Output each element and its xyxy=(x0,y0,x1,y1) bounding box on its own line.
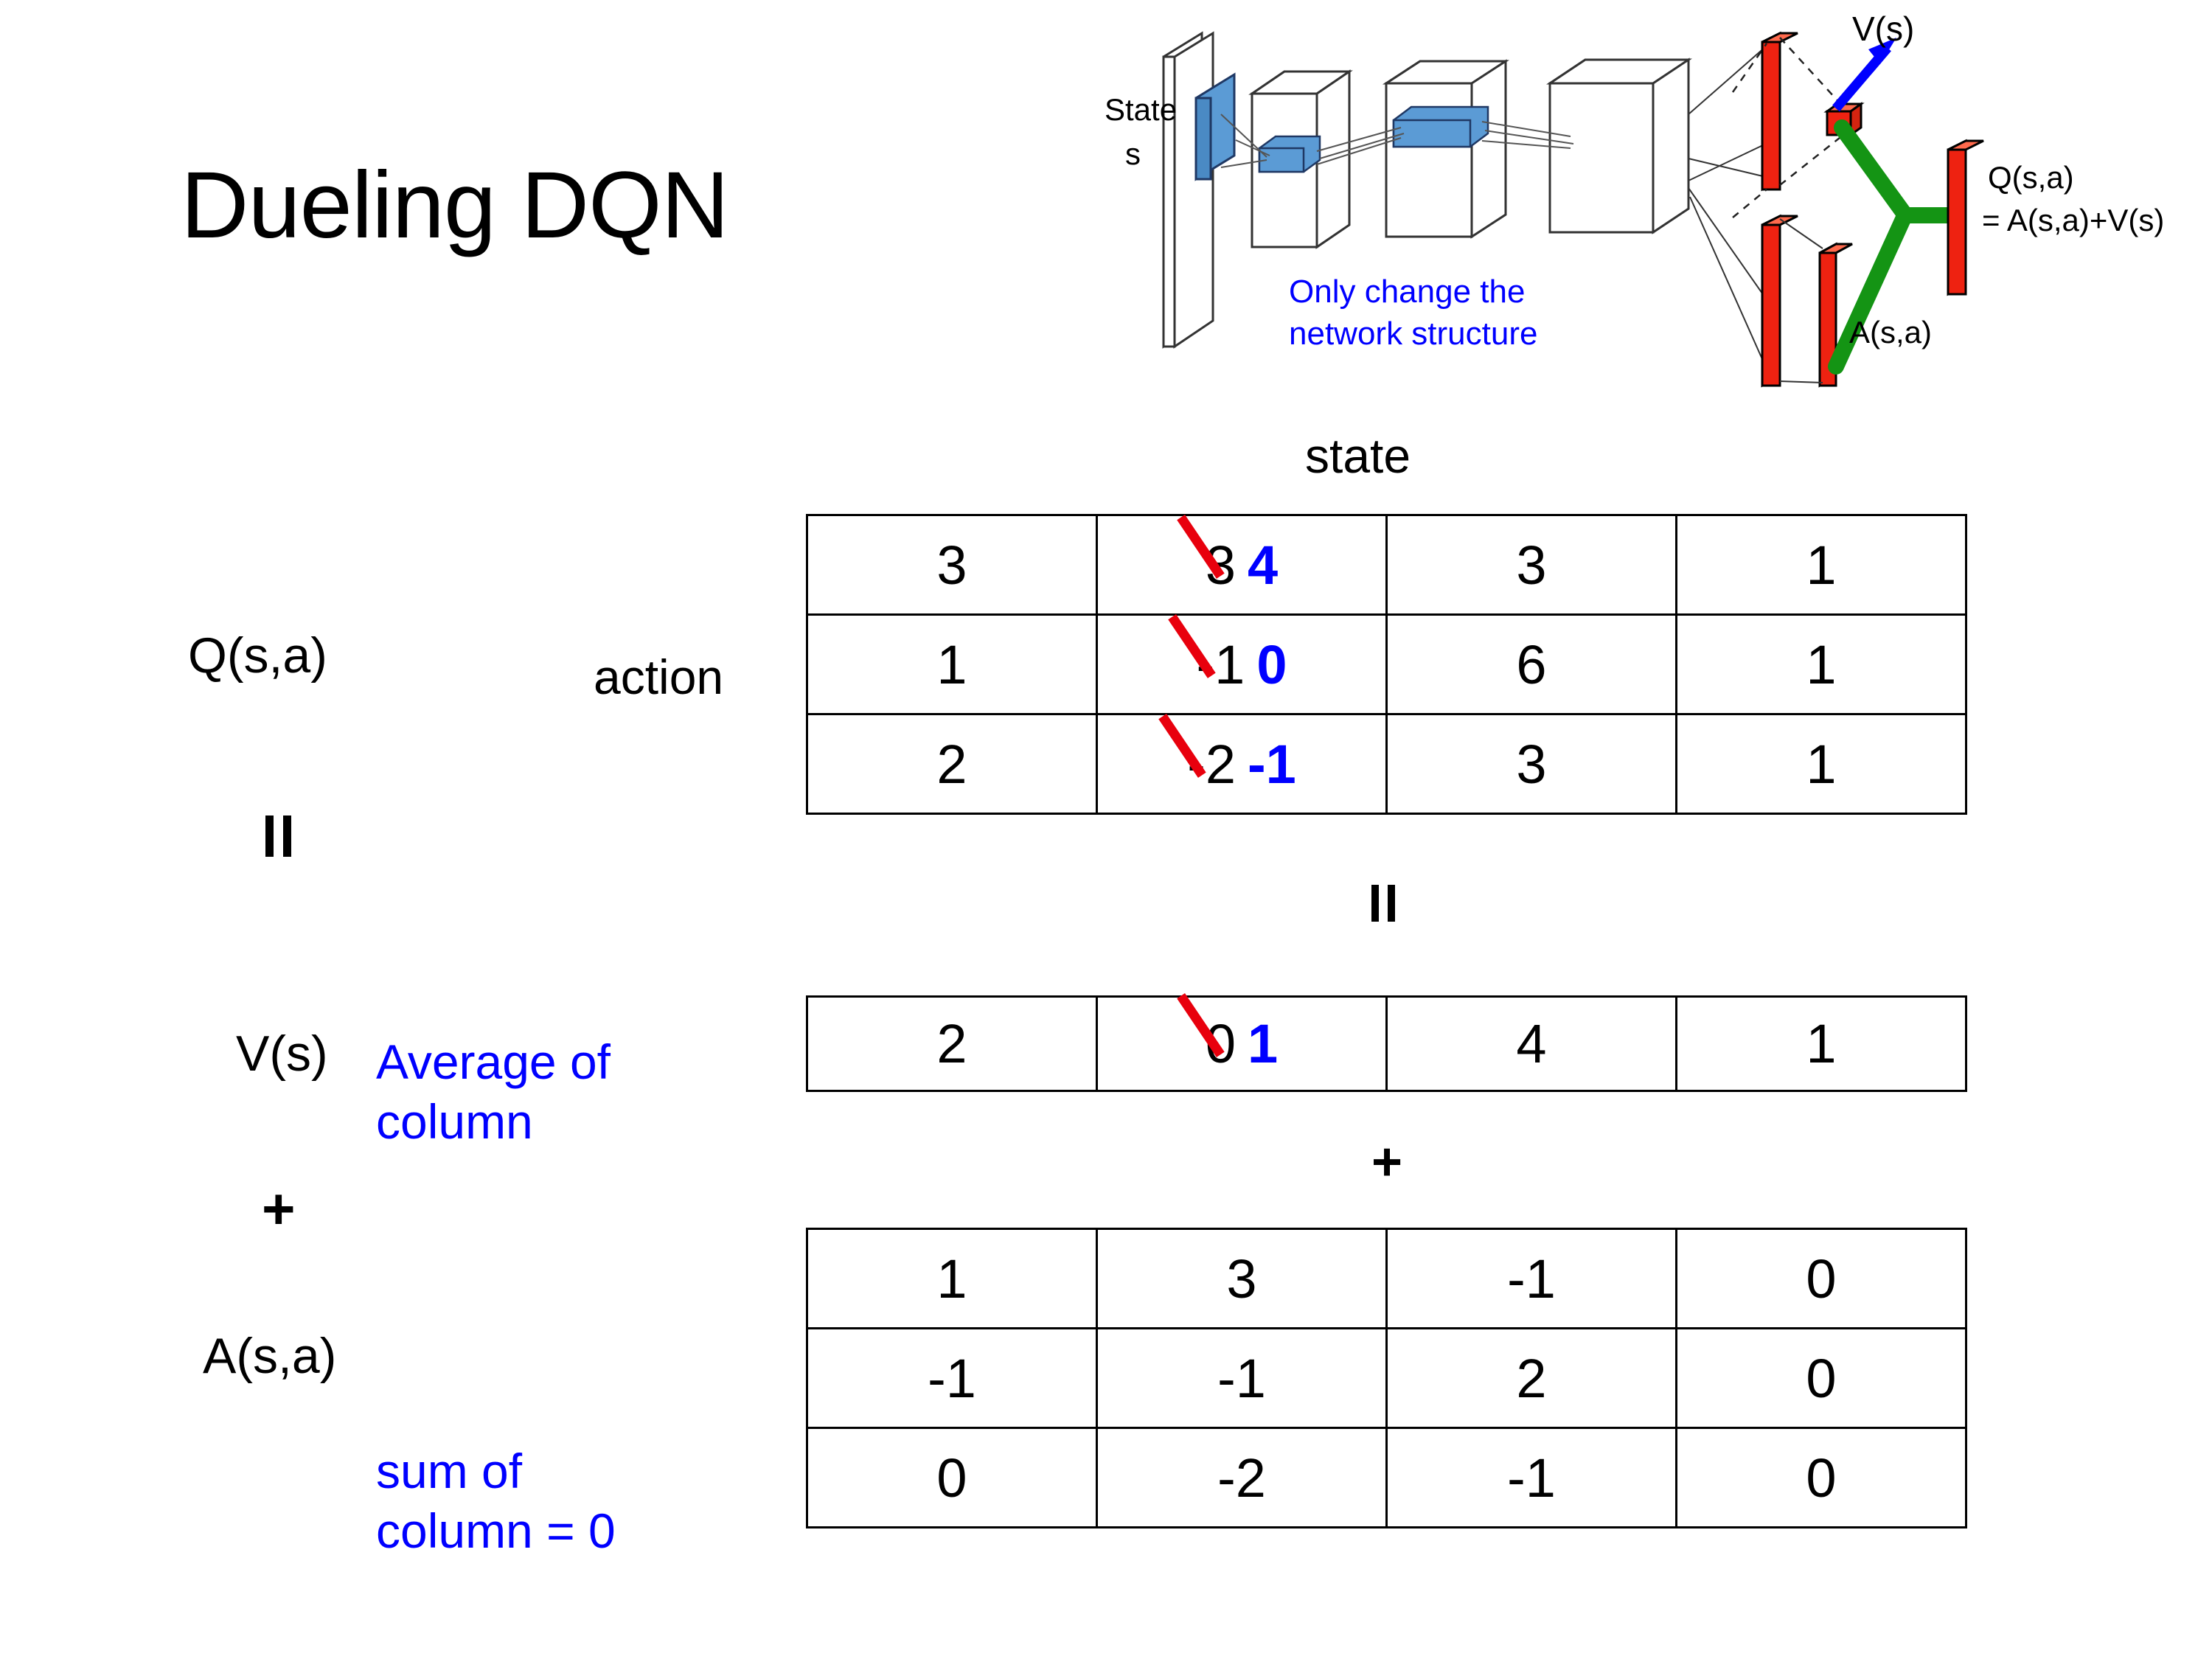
page-title: Dueling DQN xyxy=(181,153,729,258)
table-cell: 3 xyxy=(1096,1228,1388,1329)
input-plane-shape xyxy=(1162,31,1214,349)
struck-value: 3 xyxy=(1205,534,1236,596)
plus-sign-left: + xyxy=(262,1176,296,1241)
table-cell: -1 xyxy=(1385,1228,1677,1329)
state-axis-label: state xyxy=(1305,428,1411,483)
struck-value: -2 xyxy=(1187,733,1236,795)
combine-link-shape xyxy=(1828,119,1961,375)
table-cell: 1 xyxy=(806,1228,1098,1329)
table-cell: -2-1 xyxy=(1096,713,1388,815)
table-cell: 0 xyxy=(1675,1427,1967,1528)
table-cell: 0 xyxy=(806,1427,1098,1528)
table-cell: 6 xyxy=(1385,613,1677,715)
average-of-column-note: Average of column xyxy=(376,1032,611,1151)
diagram-q-label-line1: Q(s,a) xyxy=(1988,160,2074,195)
table-cell: -1 xyxy=(806,1327,1098,1429)
equals-bars xyxy=(265,811,301,869)
v-function-label: V(s) xyxy=(236,1026,328,1082)
corrected-value: 4 xyxy=(1248,534,1279,596)
table-cell: -1 xyxy=(1096,1327,1388,1429)
plus-sign-middle: + xyxy=(1371,1133,1403,1192)
conv-filter-2-shape xyxy=(1392,105,1489,148)
stream-split-lines xyxy=(1688,46,1769,373)
diagram-q-label-line2: = A(s,a)+V(s) xyxy=(1982,203,2164,237)
diagram-state-label-line2: s xyxy=(1125,136,1141,171)
average-note-line2: column xyxy=(376,1093,533,1149)
table-cell: 3 xyxy=(1385,713,1677,815)
table-cell: 2 xyxy=(806,713,1098,815)
conv-layer-3-shape xyxy=(1546,58,1692,234)
average-note-line1: Average of xyxy=(376,1034,611,1089)
table-cell: -2 xyxy=(1096,1427,1388,1528)
table-cell: 1 xyxy=(1675,713,1967,815)
equals-bars-middle xyxy=(1371,881,1404,932)
diagram-note-line2: network structure xyxy=(1289,316,1537,352)
table-cell: 3 xyxy=(1385,514,1677,616)
value-dashed-lines xyxy=(1731,37,1844,218)
value-scalar-node-shape xyxy=(1823,102,1865,137)
table-cell: 1 xyxy=(1675,514,1967,616)
conv-layer-2-shape xyxy=(1382,59,1510,239)
diagram-note-line1: Only change the xyxy=(1289,274,1525,310)
table-cell: 0 xyxy=(1675,1228,1967,1329)
sum-of-column-note: sum of column = 0 xyxy=(376,1441,616,1560)
a-function-label: A(s,a) xyxy=(203,1328,337,1384)
table-cell: -1 xyxy=(1385,1427,1677,1528)
corrected-value: 1 xyxy=(1248,1013,1279,1074)
table-cell: 0 xyxy=(1675,1327,1967,1429)
diagram-advantage-label: A(s,a) xyxy=(1849,315,1932,349)
table-cell: 1 xyxy=(1675,995,1967,1092)
value-arrow-icon xyxy=(1832,38,1896,112)
input-filter-shape xyxy=(1194,72,1236,181)
value-stream-bar-shape xyxy=(1761,31,1798,192)
q-output-bar-shape xyxy=(1947,139,1984,296)
table-cell: 4 xyxy=(1385,995,1677,1092)
advantage-stream-bar-shape xyxy=(1761,214,1798,388)
advantage-vector-bar-shape xyxy=(1818,242,1853,388)
conv-filter-1-shape xyxy=(1258,135,1321,173)
sum-note-line2: column = 0 xyxy=(376,1503,616,1558)
corrected-value: 0 xyxy=(1256,633,1287,695)
table-cell: 1 xyxy=(1675,613,1967,715)
struck-value: -1 xyxy=(1196,633,1245,695)
table-cell: 3 xyxy=(806,514,1098,616)
equals-sign-middle xyxy=(1371,881,1404,932)
q-function-label: Q(s,a) xyxy=(188,627,327,684)
advantage-connector-lines xyxy=(1779,218,1823,383)
table-cell: 2 xyxy=(806,995,1098,1092)
table-cell: 1 xyxy=(806,613,1098,715)
table-cell: 2 xyxy=(1385,1327,1677,1429)
dueling-network-diagram: State s Only change the network structur… xyxy=(1099,4,2205,406)
corrected-cell: -2-1 xyxy=(1187,733,1296,796)
struck-value: 0 xyxy=(1205,1013,1236,1074)
diagram-state-label-line1: State xyxy=(1105,92,1177,127)
corrected-value: -1 xyxy=(1248,733,1296,795)
connection-lines xyxy=(1220,114,1574,168)
sum-note-line1: sum of xyxy=(376,1444,523,1498)
action-axis-label: action xyxy=(594,650,724,704)
equals-sign-left xyxy=(265,811,301,869)
diagram-value-label: V(s) xyxy=(1852,10,1914,48)
